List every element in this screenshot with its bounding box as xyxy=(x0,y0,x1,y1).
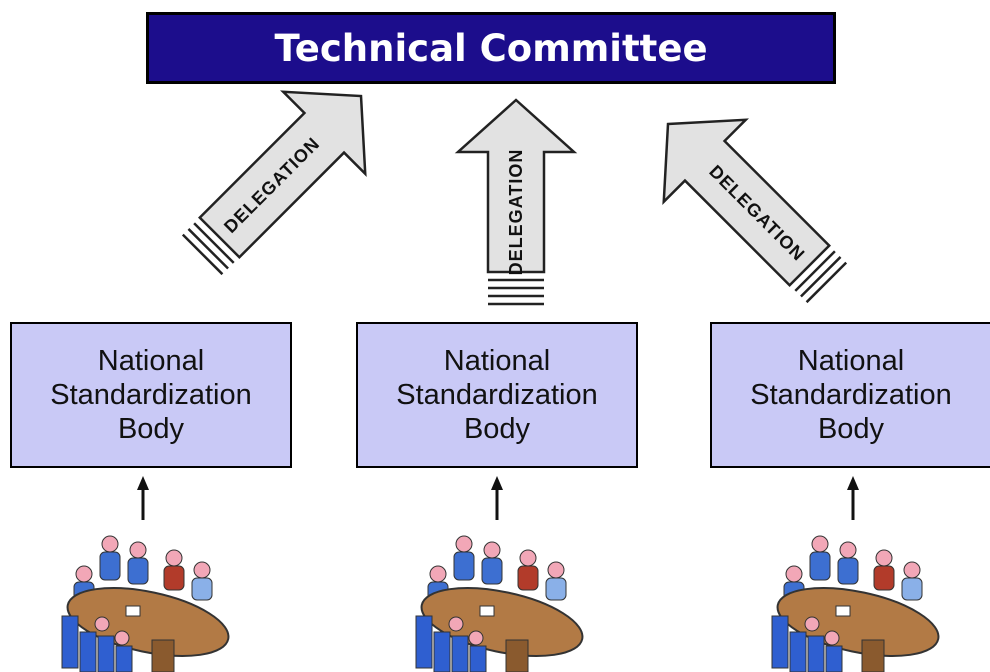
nsb-2-line1: National xyxy=(443,345,551,377)
delegation-arrow-right: DELEGATION xyxy=(625,81,869,325)
up-arrow-1 xyxy=(137,476,149,520)
nsb-2-line3: Body xyxy=(463,413,531,445)
meeting-group-icon-2 xyxy=(414,535,590,672)
up-arrow-3 xyxy=(847,476,859,520)
delegation-arrow-center: DELEGATION xyxy=(454,98,578,306)
nsb-3-line3: Body xyxy=(817,413,885,445)
meeting-group-icon-1 xyxy=(61,535,230,672)
meeting-group-icon-3 xyxy=(770,535,946,672)
technical-committee-box: Technical Committee xyxy=(146,12,836,84)
national-standardization-body-box-2: National Standardization Body xyxy=(356,322,638,468)
up-arrow-2 xyxy=(491,476,503,520)
nsb-1-line1: National xyxy=(97,345,205,377)
nsb-3-line1: National xyxy=(797,345,905,377)
nsb-1-line3: Body xyxy=(117,413,185,445)
delegation-arrow-center-label: DELEGATION xyxy=(506,149,526,276)
technical-committee-label: Technical Committee xyxy=(274,26,708,70)
nsb-3-line2: Standardization xyxy=(750,379,952,411)
national-standardization-body-box-3: National Standardization Body xyxy=(710,322,990,468)
nsb-2-line2: Standardization xyxy=(396,379,598,411)
national-standardization-body-box-1: National Standardization Body xyxy=(10,322,292,468)
nsb-1-line2: Standardization xyxy=(50,379,252,411)
delegation-arrow-left: DELEGATION xyxy=(160,53,404,297)
